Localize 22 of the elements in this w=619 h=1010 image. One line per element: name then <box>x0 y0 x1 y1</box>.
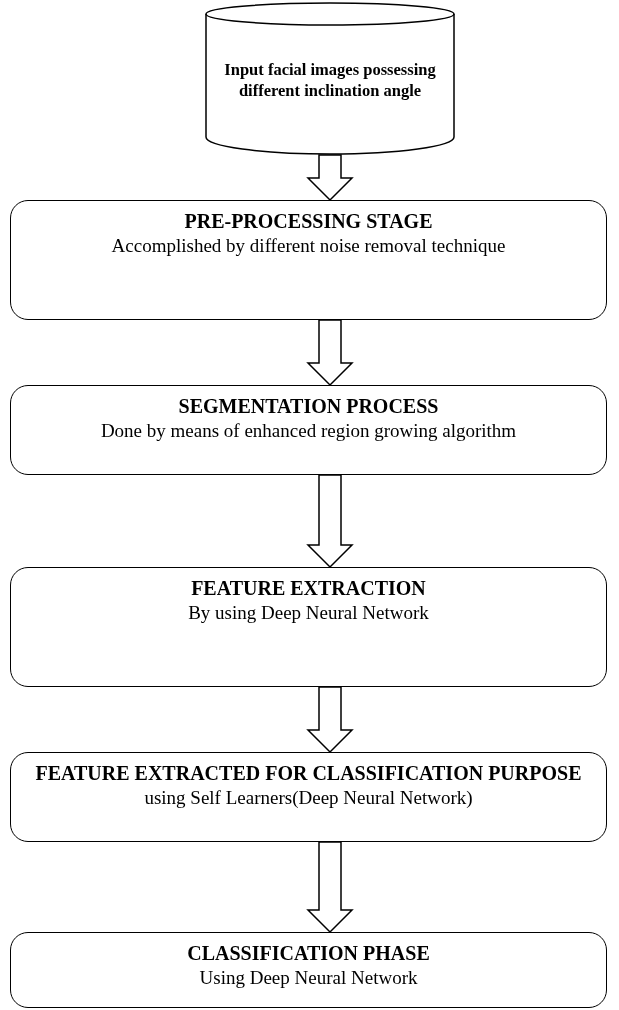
step-title: FEATURE EXTRACTION <box>191 576 426 601</box>
hollow-arrow <box>306 841 354 934</box>
step-description: Accomplished by different noise removal technique <box>111 234 506 258</box>
hollow-arrow <box>306 154 354 202</box>
step-description: using Self Learners(Deep Neural Network) <box>144 786 473 810</box>
step-title: Input facial images possessing different inclination angle <box>223 59 437 102</box>
step-title: FEATURE EXTRACTED FOR CLASSIFICATION PURPOSE <box>35 761 582 786</box>
process-box <box>10 567 607 687</box>
hollow-arrow <box>306 474 354 569</box>
process-box <box>10 752 607 842</box>
step-description: Done by means of enhanced region growing algorithm <box>100 419 517 443</box>
process-box <box>10 385 607 475</box>
process-box <box>10 200 607 320</box>
hollow-arrow <box>306 319 354 387</box>
database-cylinder <box>205 2 455 155</box>
hollow-arrow <box>306 686 354 754</box>
step-description: By using Deep Neural Network <box>188 601 429 625</box>
process-box <box>10 932 607 1008</box>
step-title: PRE-PROCESSING STAGE <box>184 209 433 234</box>
step-title: CLASSIFICATION PHASE <box>187 941 430 966</box>
step-description: Using Deep Neural Network <box>199 966 418 990</box>
step-title: SEGMENTATION PROCESS <box>178 394 439 419</box>
